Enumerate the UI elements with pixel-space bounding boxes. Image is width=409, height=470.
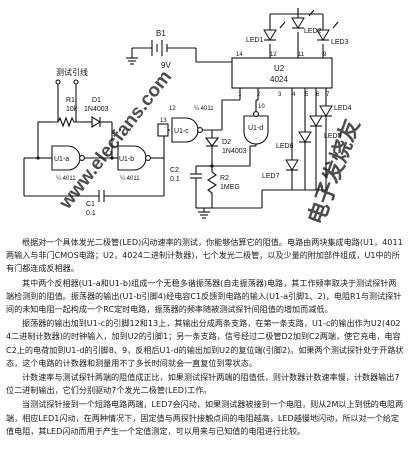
d2-ref: D2 [222,139,231,146]
r2-resistor [206,171,218,208]
led6-label: LED6 [276,143,294,150]
r1-ref: R1 [66,97,75,104]
article-body: 根据对一个具体发光二极管(LED)闪动速率的测试，你能够估算它的阻值。电路由两块… [6,236,404,439]
u1a-sub: ¼ 4011 [56,176,76,182]
u2-pin-12: 12 [270,52,277,58]
article-paragraph: 计数速率与测试探针两端的阻值成正比，如果测试探针两端的阻值低，则计数器计数速率慢… [6,372,400,396]
u2-pin-14: 14 [236,52,243,58]
battery-voltage: 9V [161,61,171,70]
u1c-pin-13: 13 [160,118,167,124]
counter-u2: U2 4024 [231,57,333,89]
article-paragraph: 振荡器的输出加到U1-c的引脚12和13上，其输出分成两条支路，在第一条支路，U… [6,318,404,368]
u2-pin-3: 3 [278,92,282,98]
u1c-label: U1-c [174,128,189,135]
d2-diode-icon [204,137,220,147]
gate-u1c: U1-c ¼ 4011 [171,106,214,143]
r1-value: 10k [66,106,78,113]
c2-ref: C2 [170,167,179,174]
led6-icon [298,131,312,143]
u2-pin-7: 7 [326,92,330,98]
r2-ref: R2 [220,175,229,182]
u2-ref: U2 [274,64,285,73]
r1-resistor [50,116,82,128]
d1-ref: D1 [92,97,101,104]
u1a-label: U1-a [54,156,69,163]
led7-icon [285,159,299,171]
led1-icon [263,29,277,41]
u2-pin-5: 5 [305,92,309,98]
u2-pin-11: 11 [298,52,305,58]
u2-pin-6: 6 [316,92,320,98]
r2-value: 1MEG [220,184,240,191]
test-probe-leads: 测试引线 [55,67,88,100]
circuit-schematic: www.elecfans.com 电子发烧友 B1 9V U2 4024 14 … [23,8,364,228]
led1-label: LED1 [246,37,264,44]
d2-part: 1N4003 [222,148,247,155]
led3-label: LED3 [331,39,349,46]
led4-icon [319,105,333,117]
led5-icon [309,115,323,127]
u1c-pin-12: 12 [169,106,176,112]
battery-b1: B1 9V [132,29,196,70]
u1c-sub: ¼ 4011 [194,106,214,112]
gate-u1a: U1-a ¼ 4011 [51,145,85,182]
c1-value: 0.1 [86,210,96,217]
watermark-left: www.elecfans.com [55,67,176,214]
u1d-pin-10: 10 [258,104,265,110]
u2-pin-9: 9 [323,52,327,58]
d1-part: 1N4003 [84,106,109,113]
led2-icon [291,17,305,29]
article-paragraph: 其中两个反相器(U1-a和U1-b)组成一个无稳多谐振荡器(自走振荡器)电路，其… [6,277,402,315]
u1b-sub: ¼ 4011 [120,176,140,182]
led7-label: LED7 [262,173,280,180]
d1-diode-icon [91,116,102,128]
u2-pin-4: 4 [292,92,296,98]
gate-u1d: U1-d [243,111,269,145]
led4-label: LED4 [334,105,352,112]
article-paragraph: 当测试探针接到一个短路电路两端，LED7会闪动，如果测试器被接到一个电阻，则从2… [6,399,404,436]
article-paragraph: 根据对一个具体发光二极管(LED)闪动速率的测试，你能够估算它的阻值。电路由两块… [6,237,403,274]
u2-pin-2: 2 [257,92,261,98]
gate-u1b: U1-b ¼ 4011 [117,145,151,182]
u1b-label: U1-b [119,156,134,163]
battery-ref: B1 [156,29,166,38]
c2-value: 0.1 [170,176,180,183]
led5-label: LED5 [324,133,342,140]
c1-ref: C1 [86,201,95,208]
led2-label: LED2 [304,28,322,35]
probe-label: 测试引线 [56,67,88,77]
u2-part: 4024 [270,75,288,84]
u1d-label: U1-d [248,125,263,132]
